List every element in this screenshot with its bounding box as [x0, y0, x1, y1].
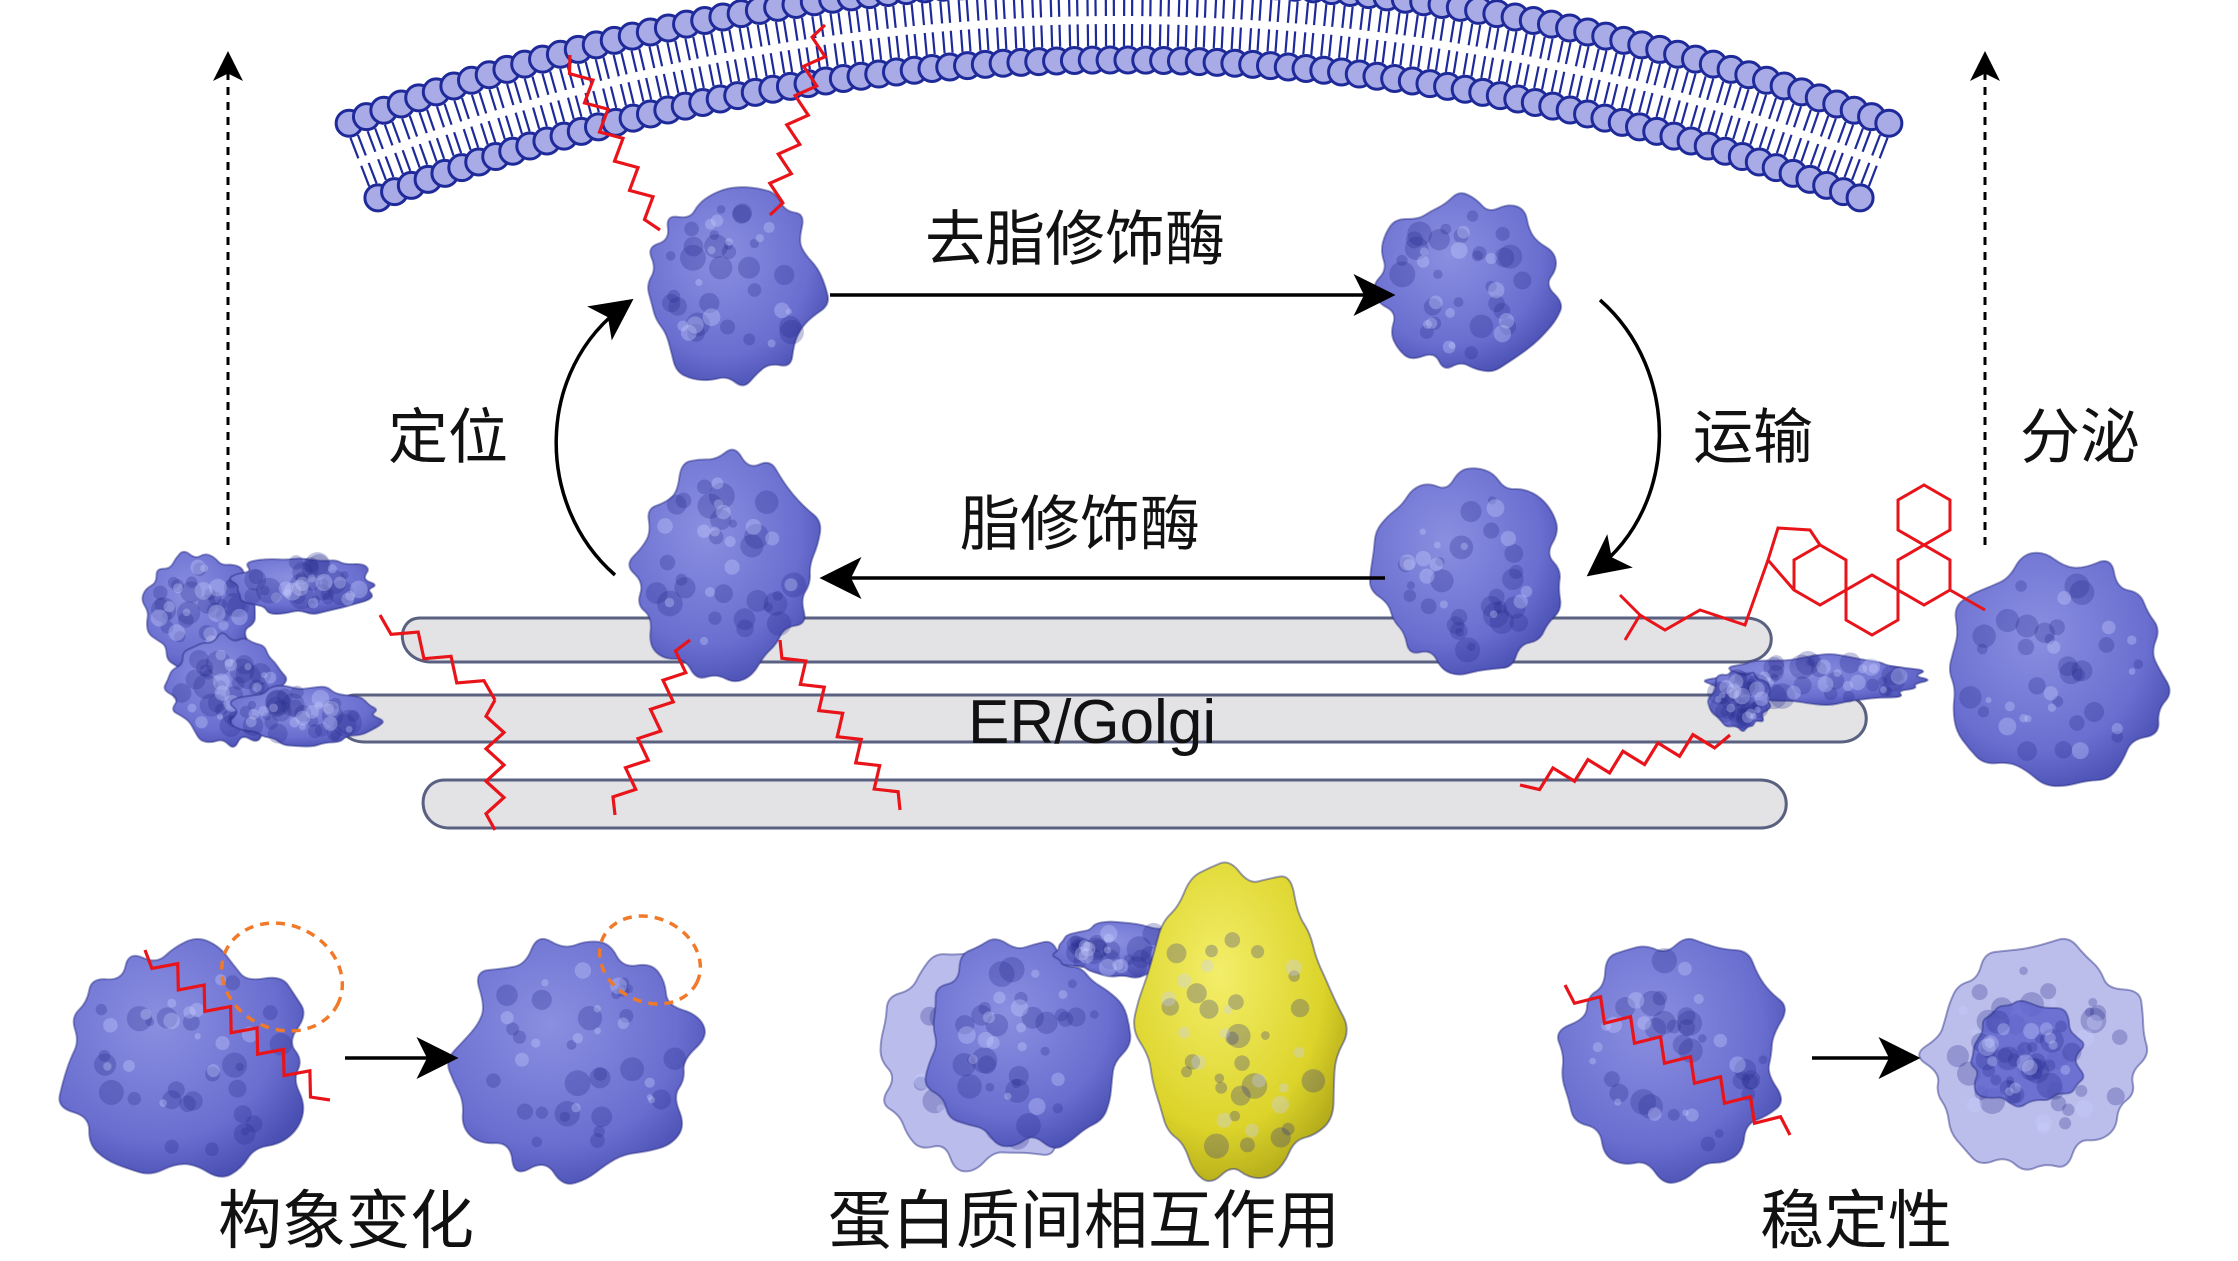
protein-left-arm-bottom	[229, 684, 384, 748]
protein-transported	[1368, 467, 1562, 676]
lipid-chain-right-palmitoyl	[1519, 732, 1732, 792]
label-conformational-change: 构象变化	[218, 1185, 474, 1259]
lipid-chain-membrane-2	[767, 23, 828, 217]
protein-right-tail-end	[1707, 669, 1772, 733]
protein-er-bound	[628, 448, 822, 683]
lipid-chain-icon	[143, 23, 1986, 1136]
lipid-chain-left-2	[483, 699, 507, 831]
lipid-chain-panel3	[1563, 984, 1792, 1136]
lipid-chain-membrane-1	[567, 54, 661, 232]
label-delipidation-enzyme: 去脂修饰酶	[925, 205, 1225, 275]
lipid-bilayer-icon	[334, 0, 1904, 213]
protein-interaction-main	[924, 938, 1132, 1149]
highlight-circle-before	[219, 921, 345, 1033]
lipid-chain-er-2	[778, 639, 902, 811]
arrow-transport	[1586, 298, 1662, 577]
protein-interaction-partner	[1133, 861, 1348, 1183]
label-localization: 定位	[388, 403, 508, 473]
protein-released	[1373, 192, 1563, 373]
label-er-golgi: ER/Golgi	[968, 688, 1217, 757]
arrow-localization	[554, 298, 634, 577]
label-secretion: 分泌	[2020, 403, 2140, 473]
cholesterol-group	[1618, 483, 1986, 641]
lipid-chain-panel1	[143, 949, 331, 1102]
label-stability: 稳定性	[1760, 1185, 1952, 1259]
lipid-chain-left-1	[378, 614, 497, 701]
protein-group	[58, 186, 2171, 1185]
protein-conformation-before	[58, 938, 305, 1178]
protein-unstable-core	[1970, 999, 2085, 1108]
lipid-chain-er-1	[611, 638, 691, 816]
label-lipidation-enzyme: 脂修饰酶	[960, 490, 1200, 560]
protein-conformation-after	[447, 937, 706, 1185]
protein-right-secreted	[1948, 551, 2171, 788]
label-protein-interaction: 蛋白质间相互作用	[828, 1185, 1340, 1259]
protein-left-arm-top	[229, 552, 376, 616]
protein-membrane-bound	[647, 186, 830, 387]
highlight-circle-after	[597, 914, 703, 1006]
label-transport: 运输	[1693, 403, 1813, 473]
